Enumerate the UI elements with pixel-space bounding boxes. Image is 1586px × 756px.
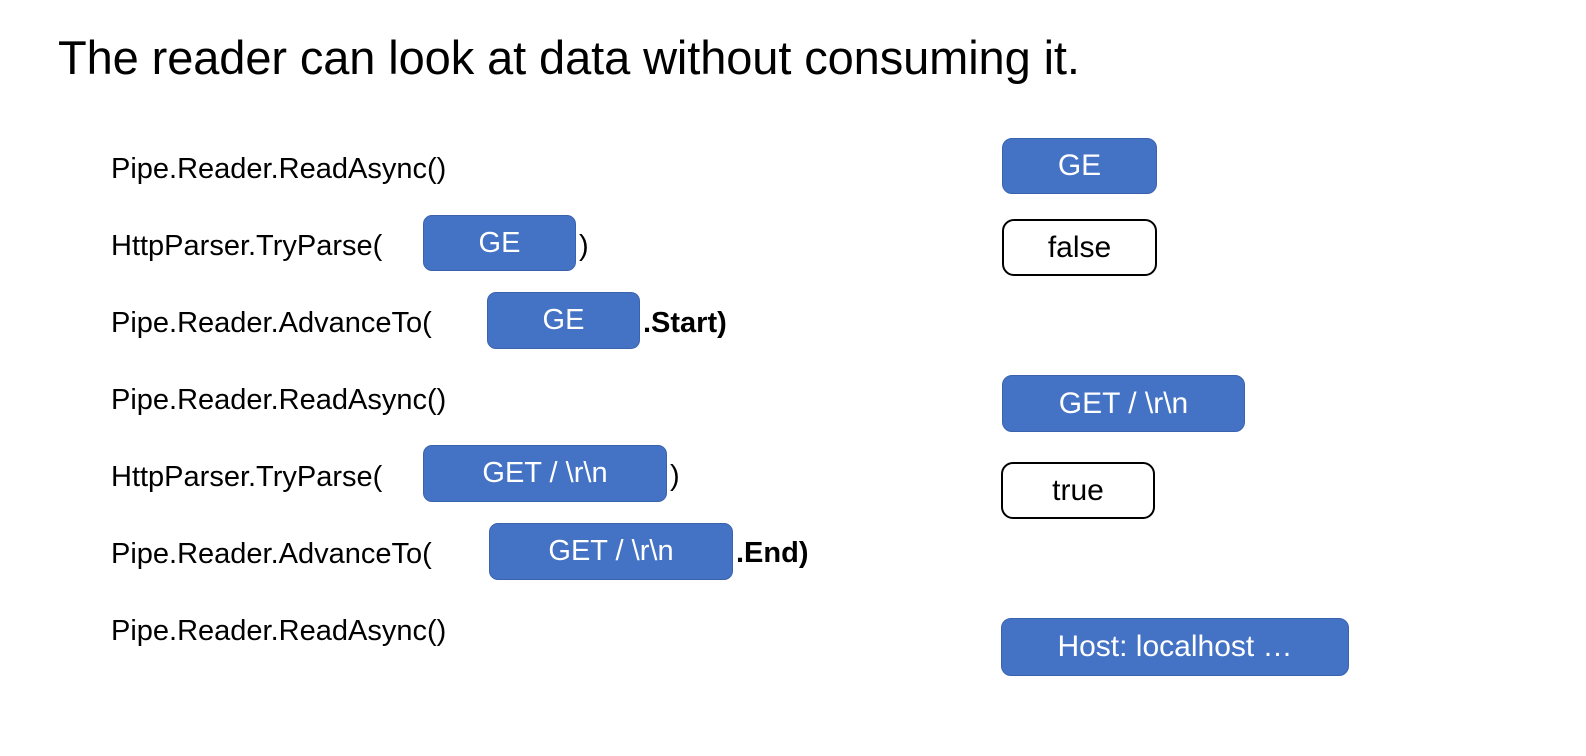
call-tail-text: .End) xyxy=(736,537,809,569)
call-row: Pipe.Reader.ReadAsync() xyxy=(111,361,971,438)
call-text: Pipe.Reader.ReadAsync() xyxy=(111,152,447,185)
call-row: Pipe.Reader.AdvanceTo( GET / \r\n .End) xyxy=(111,515,971,592)
call-text: Pipe.Reader.AdvanceTo( xyxy=(111,537,432,570)
call-text: HttpParser.TryParse( xyxy=(111,229,383,262)
result-slot: Host: localhost … xyxy=(1001,618,1349,676)
call-row: HttpParser.TryParse( GET / \r\n ) xyxy=(111,438,971,515)
buffer-badge: GET / \r\n xyxy=(489,523,733,580)
call-text: Pipe.Reader.ReadAsync() xyxy=(111,614,447,647)
call-text: Pipe.Reader.ReadAsync() xyxy=(111,383,447,416)
call-tail-text: .Start) xyxy=(643,307,727,339)
result-badge-buffer: GET / \r\n xyxy=(1002,375,1245,432)
call-row: HttpParser.TryParse( GE ) xyxy=(111,207,971,284)
result-badge-buffer: GE xyxy=(1002,138,1157,194)
call-row: Pipe.Reader.ReadAsync() xyxy=(111,592,971,669)
call-text: Pipe.Reader.AdvanceTo( xyxy=(111,306,432,339)
call-row: Pipe.Reader.ReadAsync() xyxy=(111,130,971,207)
call-row: Pipe.Reader.AdvanceTo( GE .Start) xyxy=(111,284,971,361)
result-badge-buffer: Host: localhost … xyxy=(1001,618,1349,676)
buffer-badge: GE xyxy=(423,215,576,271)
result-slot: false xyxy=(1002,219,1157,276)
result-badge-boolean: true xyxy=(1001,462,1155,519)
call-tail-text: ) xyxy=(670,460,680,492)
result-slot: GET / \r\n xyxy=(1002,375,1245,432)
buffer-badge: GET / \r\n xyxy=(423,445,667,502)
result-slot: GE xyxy=(1002,138,1157,194)
result-badge-boolean: false xyxy=(1002,219,1157,276)
call-sequence-list: Pipe.Reader.ReadAsync() HttpParser.TryPa… xyxy=(111,130,971,669)
result-slot: true xyxy=(1001,462,1155,519)
buffer-badge: GE xyxy=(487,292,640,349)
call-text: HttpParser.TryParse( xyxy=(111,460,383,493)
page-title: The reader can look at data without cons… xyxy=(58,31,1080,84)
call-tail-text: ) xyxy=(579,230,589,262)
